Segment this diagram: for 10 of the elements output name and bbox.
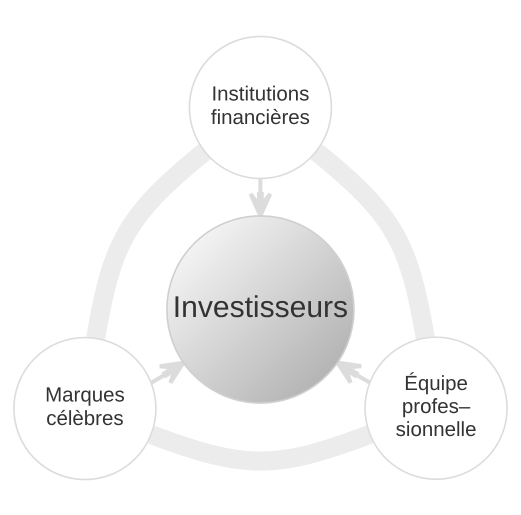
connector [148, 424, 374, 470]
node-circle: Institutions financières [188, 35, 332, 179]
node-circle: Équipe profes– sionnelle [364, 336, 508, 480]
node-circle: Marques célèbres [13, 336, 157, 480]
connector [86, 144, 211, 340]
arrow [150, 360, 186, 384]
arrow [248, 178, 272, 218]
node-circle: Investisseurs [166, 214, 355, 404]
connector [310, 144, 435, 340]
arrow [335, 360, 371, 384]
